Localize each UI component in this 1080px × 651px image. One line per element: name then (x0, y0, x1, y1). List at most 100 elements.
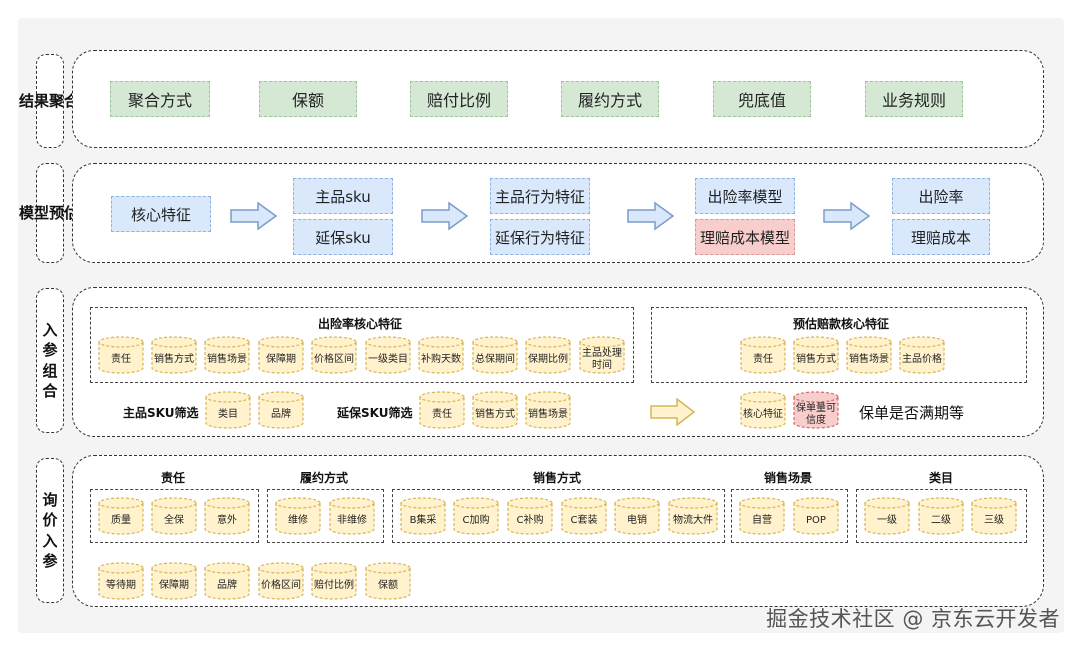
aggregate-box-ratio: 赔付比例 (410, 81, 508, 117)
query-group-fulfill (267, 489, 384, 543)
query-group-category-title: 类目 (929, 471, 954, 485)
arrow-right-icon (627, 201, 675, 231)
main-behavior-box: 主品行为特征 (490, 178, 590, 214)
main-sku-filter-cylinder-label: 类目 (218, 408, 238, 420)
risk-feature-cylinder: 保期比例 (525, 336, 571, 374)
claim-feature-cylinder-label: 销售方式 (796, 353, 836, 365)
aggregate-box-method: 聚合方式 (110, 81, 210, 117)
query-extra-cylinder: 保额 (365, 562, 411, 600)
watermark: 掘金技术社区 @ 京东云开发者 (766, 607, 1060, 631)
claim-feature-cylinder-label: 销售场景 (849, 353, 889, 365)
query-group-sales-scene (731, 489, 848, 543)
risk-feature-cylinder-label: 销售场景 (207, 353, 247, 365)
claim-feature-cylinder: 主品价格 (899, 336, 945, 374)
risk-feature-cylinder-label: 责任 (111, 353, 131, 365)
risk-feature-cylinder: 保障期 (258, 336, 304, 374)
ext-sku-filter-cylinder-label: 销售场景 (528, 408, 568, 420)
query-option-cylinder-label: 意外 (217, 514, 237, 526)
query-option-cylinder-label: 二级 (931, 514, 951, 526)
query-extra-cylinder: 赔付比例 (311, 562, 357, 600)
query-group-liability-title: 责任 (161, 471, 186, 485)
row-label-query: 询价入参 (36, 458, 64, 603)
query-option-cylinder-label: 电销 (627, 514, 647, 526)
row-label-aggregate: 结果聚合 (19, 54, 79, 148)
query-extra-cylinder-label: 赔付比例 (314, 579, 354, 591)
ext-sku-filter-cylinder-label: 销售方式 (475, 408, 515, 420)
query-option-cylinder: C套装 (561, 497, 607, 535)
risk-feature-cylinder-label: 补购天数 (421, 353, 461, 365)
claim-feature-cylinder-label: 主品价格 (902, 353, 942, 365)
claim-feature-group-title: 预估赔款核心特征 (793, 317, 890, 331)
risk-feature-cylinder-label: 一级类目 (368, 353, 408, 365)
core-feature-cylinder-label: 核心特征 (743, 408, 783, 420)
query-extra-cylinder: 价格区间 (258, 562, 304, 600)
risk-feature-cylinder-label: 价格区间 (314, 353, 354, 365)
query-option-cylinder-label: 非维修 (337, 514, 367, 526)
risk-feature-cylinder-label: 保期比例 (528, 353, 568, 365)
ext-behavior-box: 延保行为特征 (490, 219, 590, 255)
aggregate-box-amount: 保额 (259, 81, 357, 117)
query-option-cylinder: 自营 (739, 497, 785, 535)
policy-credibility-cylinder: 保单量可信度 (793, 391, 839, 429)
query-group-fulfill-title: 履约方式 (300, 471, 349, 485)
query-extra-cylinder-label: 保额 (378, 579, 398, 591)
risk-feature-cylinder: 一级类目 (365, 336, 411, 374)
risk-feature-group-title: 出险率核心特征 (318, 317, 403, 331)
arrow-right-icon (650, 398, 696, 426)
query-extra-cylinder: 等待期 (98, 562, 144, 600)
query-option-cylinder: 三级 (971, 497, 1017, 535)
policy-expiry-text: 保单是否满期等 (859, 404, 965, 422)
query-option-cylinder-label: 质量 (111, 514, 131, 526)
query-option-cylinder: 电销 (614, 497, 660, 535)
risk-feature-cylinder: 价格区间 (311, 336, 357, 374)
policy-credibility-cylinder-label: 保单量可信度 (796, 403, 836, 426)
risk-feature-cylinder-label: 保障期 (266, 353, 296, 365)
query-group-sales-scene-title: 销售场景 (764, 471, 813, 485)
query-group-liability (90, 489, 259, 543)
claim-feature-cylinder: 销售方式 (793, 336, 839, 374)
query-group-category (856, 489, 1027, 543)
risk-rate-box: 出险率 (892, 178, 990, 214)
query-option-cylinder-label: 物流大件 (673, 514, 713, 526)
query-option-cylinder: 一级 (864, 497, 910, 535)
query-extra-cylinder-label: 价格区间 (261, 579, 301, 591)
query-group-sales-method (392, 489, 725, 543)
query-option-cylinder: 质量 (98, 497, 144, 535)
risk-model-box: 出险率模型 (695, 178, 795, 214)
arrow-right-icon (421, 201, 469, 231)
query-option-cylinder: C补购 (507, 497, 553, 535)
main-sku-filter-cylinder: 品牌 (258, 391, 304, 429)
query-option-cylinder-label: 三级 (984, 514, 1004, 526)
ext-sku-filter-cylinder: 责任 (419, 391, 465, 429)
query-option-cylinder: POP (793, 497, 839, 535)
arrow-right-icon (230, 201, 278, 231)
core-feature-cylinder: 核心特征 (740, 391, 786, 429)
row-label-input: 入参组合 (36, 288, 64, 433)
query-option-cylinder-label: 维修 (288, 514, 308, 526)
risk-feature-cylinder: 销售方式 (151, 336, 197, 374)
main-sku-filter-cylinder-label: 品牌 (271, 408, 291, 420)
risk-feature-cylinder-label: 主品处理时间 (582, 348, 622, 371)
query-group-sales-method-title: 销售方式 (533, 471, 582, 485)
arrow-right-icon (823, 201, 871, 231)
row-label-input-text: 入参组合 (42, 321, 58, 400)
claim-model-box: 理赔成本模型 (695, 219, 795, 255)
ext-sku-filter-cylinder: 销售场景 (525, 391, 571, 429)
query-option-cylinder-label: 自营 (752, 514, 772, 526)
risk-feature-cylinder-label: 销售方式 (154, 353, 194, 365)
risk-feature-cylinder: 主品处理时间 (579, 336, 625, 374)
risk-feature-cylinder: 销售场景 (204, 336, 250, 374)
risk-feature-cylinder: 责任 (98, 336, 144, 374)
row-label-model-text: 模型预估 (19, 203, 80, 222)
query-option-cylinder: 非维修 (329, 497, 375, 535)
query-extra-cylinder: 品牌 (204, 562, 250, 600)
aggregate-box-floor: 兜底值 (713, 81, 811, 117)
query-option-cylinder: 全保 (151, 497, 197, 535)
claim-feature-cylinder: 责任 (740, 336, 786, 374)
main-sku-box: 主品sku (293, 178, 393, 214)
ext-sku-filter-label: 延保SKU筛选 (337, 406, 413, 420)
main-sku-filter-cylinder: 类目 (205, 391, 251, 429)
row-label-model: 模型预估 (19, 163, 79, 263)
ext-sku-filter-cylinder: 销售方式 (472, 391, 518, 429)
query-option-cylinder: 维修 (275, 497, 321, 535)
